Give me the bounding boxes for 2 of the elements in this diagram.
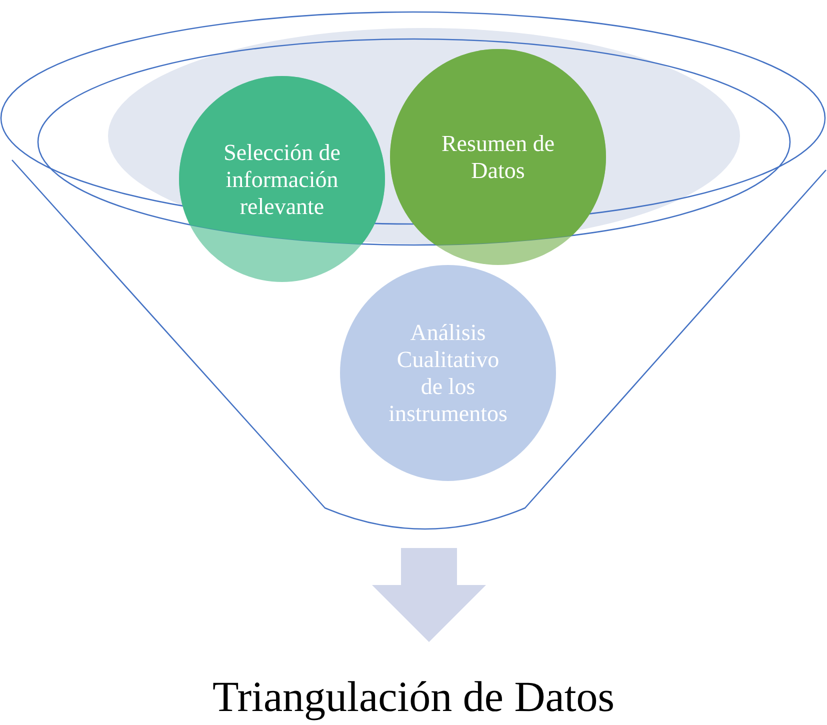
block-arrow [372,548,486,642]
title-text: Triangulación de Datos [212,673,615,722]
